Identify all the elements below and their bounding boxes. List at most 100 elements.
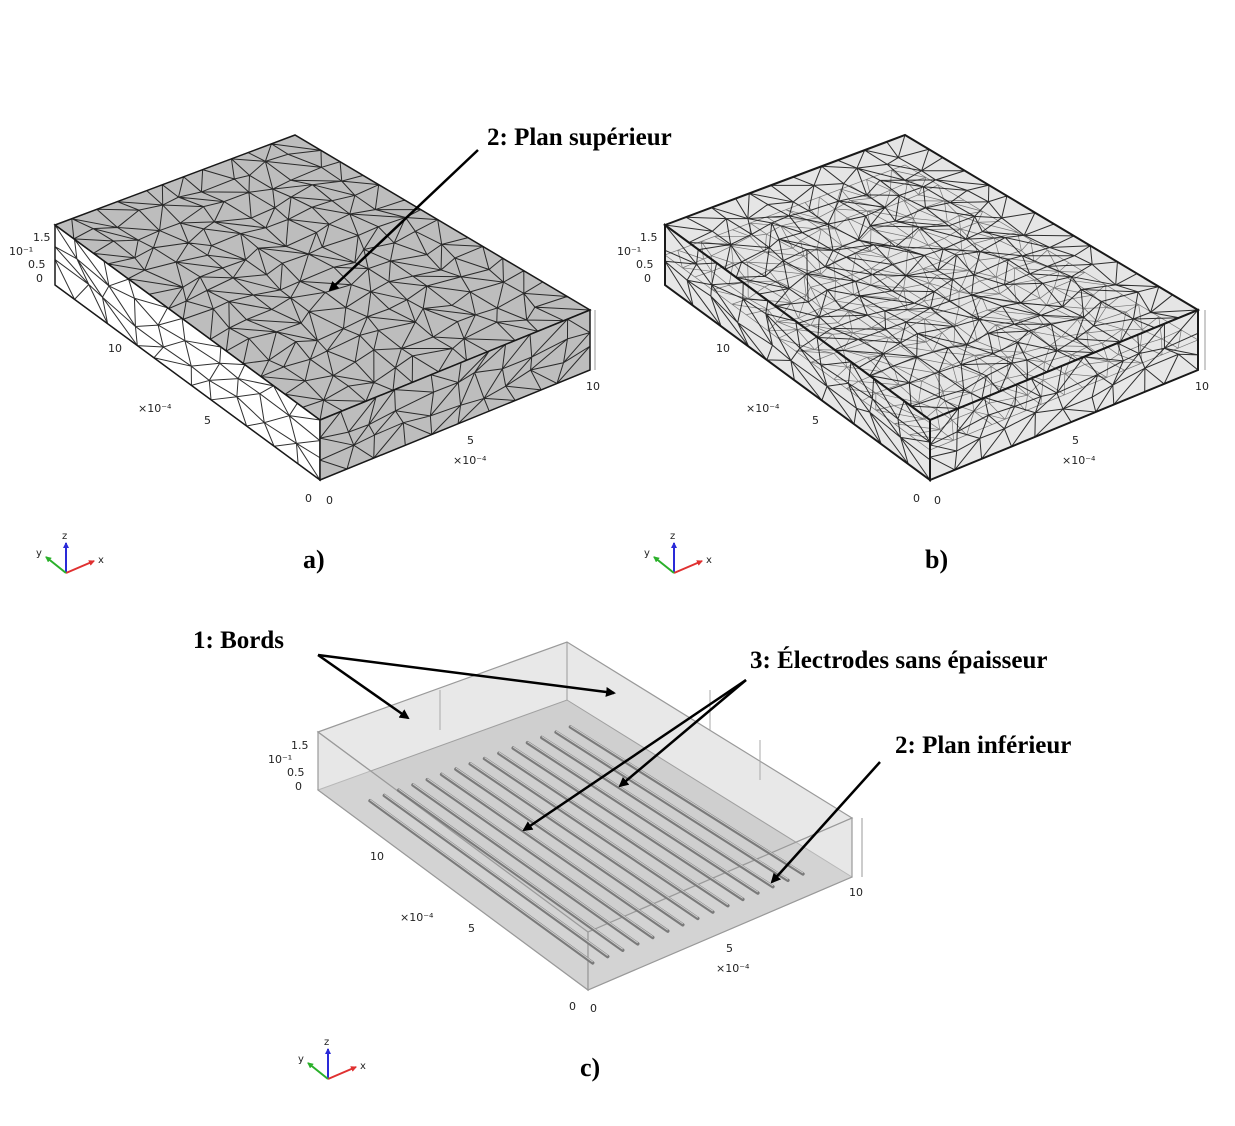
y-axis-label: y xyxy=(644,548,650,559)
electrode-highlight xyxy=(541,736,774,887)
electrode-highlight xyxy=(369,799,593,963)
axis-triad: z x y xyxy=(36,531,104,574)
electrode-highlight xyxy=(527,741,759,893)
electrode-strip xyxy=(396,788,625,952)
electrode-strip xyxy=(497,751,730,908)
electrode-highlight xyxy=(512,746,744,899)
electrode-strip xyxy=(482,756,715,914)
arrow-edges-left xyxy=(317,653,410,720)
annotation-edges: 1: Bords xyxy=(193,627,284,654)
mesh xyxy=(663,134,1200,421)
y-tick: 5 xyxy=(468,922,475,935)
electrode-highlight xyxy=(412,783,639,944)
annotation-bottom-plane: 2: Plan inférieur xyxy=(895,732,1071,759)
x-exponent: ×10⁻⁴ xyxy=(716,962,750,975)
z-exponent: 10⁻¹ xyxy=(9,245,33,258)
y-exponent: ×10⁻⁴ xyxy=(138,402,172,415)
mesh xyxy=(319,309,591,481)
x-tick: 5 xyxy=(726,942,733,955)
z-tick: 0.5 xyxy=(636,258,654,271)
annotation-electrodes: 3: Électrodes sans épaisseur xyxy=(750,646,1047,674)
x-axis-label: x xyxy=(706,555,712,566)
electrode-highlight xyxy=(484,757,714,912)
y-tick: 0 xyxy=(305,492,312,505)
electrode-highlight xyxy=(427,778,654,937)
electrode-strip xyxy=(554,730,790,883)
y-tick: 10 xyxy=(108,342,122,355)
mesh xyxy=(53,134,592,421)
mesh-lines xyxy=(53,134,592,421)
panel-label-b: b) xyxy=(925,545,948,574)
y-tick: 10 xyxy=(370,850,384,863)
y-tick: 5 xyxy=(812,414,819,427)
electrode-highlight xyxy=(441,772,669,931)
z-exponent: 10⁻¹ xyxy=(617,245,641,258)
x-tick: 0 xyxy=(934,494,941,507)
electrode-strip xyxy=(540,735,775,889)
annotation-top-plane: 2: Plan supérieur xyxy=(487,124,672,151)
electrode-highlight xyxy=(498,751,729,906)
x-tick: 5 xyxy=(467,434,474,447)
y-axis-label: y xyxy=(298,1054,304,1065)
z-tick: 1.5 xyxy=(33,231,51,244)
mesh-lines xyxy=(663,134,1200,421)
z-axis-label: z xyxy=(670,531,675,542)
electrodes xyxy=(368,725,805,965)
x-tick: 5 xyxy=(1072,434,1079,447)
electrode-highlight xyxy=(384,794,608,956)
x-exponent: ×10⁻⁴ xyxy=(453,454,487,467)
y-exponent: ×10⁻⁴ xyxy=(400,911,434,924)
electrode-strip xyxy=(468,762,700,921)
electrode-strip xyxy=(439,772,670,933)
mesh xyxy=(664,224,931,481)
z-tick: 0 xyxy=(644,272,651,285)
mesh xyxy=(664,164,1199,451)
z-tick: 1.5 xyxy=(291,739,309,752)
x-axis-label: x xyxy=(360,1061,366,1072)
electrode-highlight xyxy=(555,730,789,880)
z-tick: 0.5 xyxy=(28,258,46,271)
z-tick: 0 xyxy=(36,272,43,285)
x-tick: 10 xyxy=(849,886,863,899)
electrode-highlight xyxy=(455,767,684,925)
arrow-edges-right xyxy=(317,653,616,697)
z-tick: 1.5 xyxy=(640,231,658,244)
panel-b: 1.5 10⁻¹ 0.5 0 10 ×10⁻⁴ 5 0 0 5 ×10⁻⁴ 10… xyxy=(617,133,1209,574)
z-tick: 0 xyxy=(295,780,302,793)
right-face xyxy=(587,817,853,991)
x-tick: 10 xyxy=(586,380,600,393)
electrode-strip xyxy=(382,793,610,959)
electrode-strip xyxy=(525,741,760,895)
arrow-electrodes-1 xyxy=(618,679,747,788)
mesh xyxy=(54,224,321,481)
arrow-electrodes-2 xyxy=(522,678,747,832)
mesh-lines xyxy=(319,309,591,481)
y-tick: 0 xyxy=(913,492,920,505)
arrow-bottom-plane xyxy=(770,761,881,884)
electrode-highlight xyxy=(398,788,624,950)
electrode-highlight xyxy=(570,725,804,874)
y-tick: 10 xyxy=(716,342,730,355)
panel-a: 1.5 10⁻¹ 0.5 0 10 ×10⁻⁴ 5 0 0 5 ×10⁻⁴ 10… xyxy=(9,134,600,574)
mesh xyxy=(929,309,1199,481)
annotations: 2: Plan supérieur 1: Bords 3: Électrodes… xyxy=(193,124,1071,884)
panel-c: 1.5 10⁻¹ 0.5 0 10 ×10⁻⁴ 5 0 0 5 ×10⁻⁴ 10… xyxy=(268,641,863,1082)
electrode-strip xyxy=(368,799,595,965)
mesh-lines xyxy=(929,309,1199,481)
axis-triad: z x y xyxy=(298,1037,366,1080)
electrode-strip xyxy=(511,746,745,902)
mesh-lines xyxy=(54,224,321,481)
panel-label-a: a) xyxy=(303,545,325,574)
y-tick: 0 xyxy=(569,1000,576,1013)
electrode-highlight xyxy=(469,762,699,918)
z-axis-label: z xyxy=(324,1037,329,1048)
electrode-strip xyxy=(411,783,640,946)
electrode-strip xyxy=(454,767,685,927)
arrow-top-plane xyxy=(328,149,479,292)
mesh-lines xyxy=(664,224,931,481)
electrode-strip xyxy=(568,725,805,876)
axis-triad: z x y xyxy=(644,531,712,574)
electrode-strip xyxy=(425,777,655,940)
x-tick: 0 xyxy=(590,1002,597,1015)
